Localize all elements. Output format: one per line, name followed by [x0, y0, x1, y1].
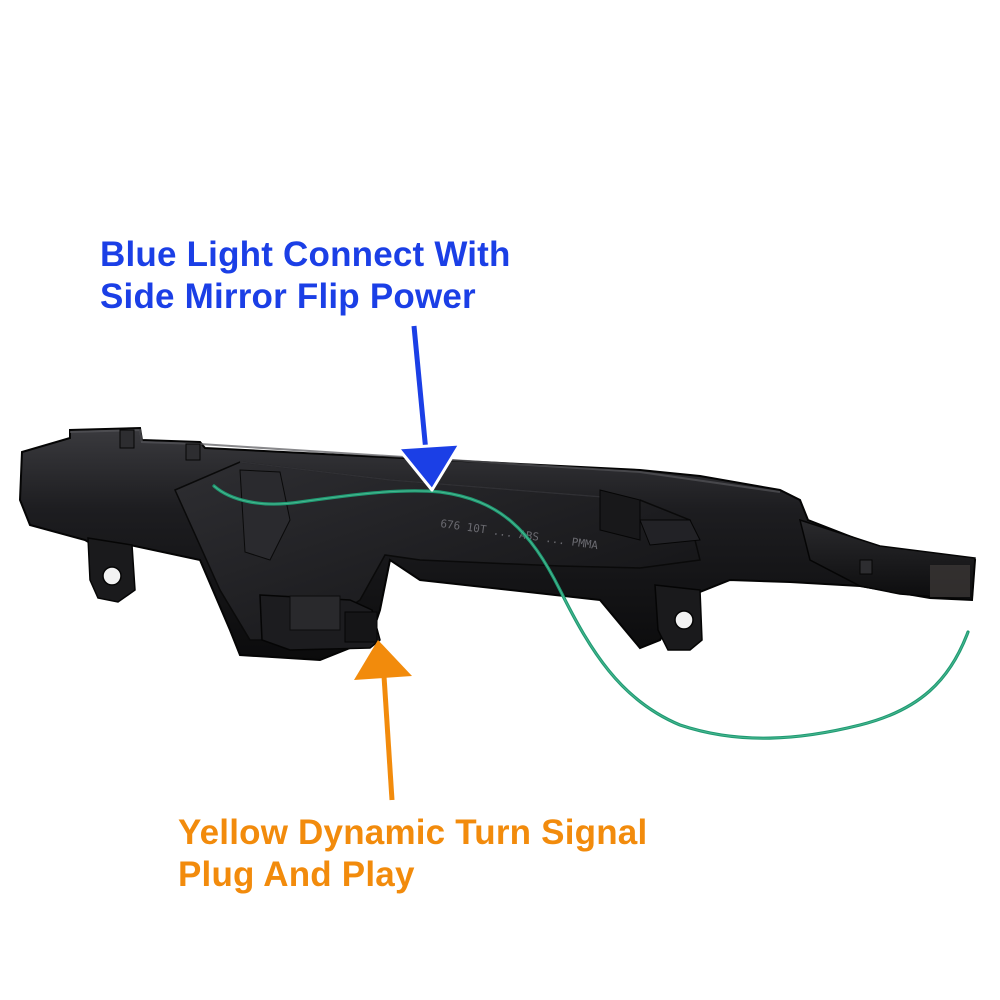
- orange-caption-line-1: Yellow Dynamic Turn Signal: [178, 813, 648, 852]
- housing-body: 676 10T ... ABS ... PMMA: [18, 426, 977, 662]
- orange-caption-line-2: Plug And Play: [178, 855, 415, 894]
- blue-caption-line-2: Side Mirror Flip Power: [100, 277, 476, 316]
- mount-tab-right: [654, 584, 703, 651]
- blue-light-caption: Blue Light Connect With Side Mirror Flip…: [100, 234, 511, 318]
- mount-tab-left: [87, 537, 136, 603]
- yellow-signal-caption: Yellow Dynamic Turn Signal Plug And Play: [178, 812, 647, 896]
- blue-caption-line-1: Blue Light Connect With: [100, 235, 511, 274]
- orange-arrow-icon: [354, 640, 412, 801]
- blue-arrow-icon: [396, 325, 462, 492]
